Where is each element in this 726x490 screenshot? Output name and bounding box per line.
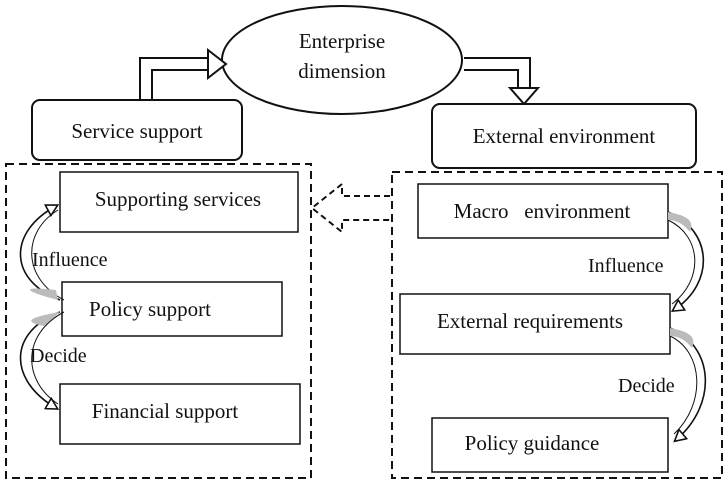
financial-support-box [59, 383, 301, 445]
left-influence-label: Influence [32, 249, 108, 271]
left-curved-arrows [19, 206, 65, 408]
policy-support-box [61, 281, 283, 337]
service-to-enterprise-arrow [139, 47, 228, 100]
service-support-label: Service support [71, 119, 202, 143]
supporting-services-label: Supporting services [95, 187, 261, 211]
macro-environment-label: Macro environment [454, 199, 631, 223]
left-decide-label: Decide [30, 345, 87, 367]
external-requirements-box [399, 293, 671, 355]
right-influence-label: Influence [588, 255, 664, 277]
financial-support-label: Financial support [92, 399, 239, 423]
enterprise-to-external-arrow [464, 57, 541, 106]
left-group-container [5, 163, 312, 479]
policy-support-label: Policy support [89, 297, 211, 321]
external-to-service-dashed-arrow [310, 181, 390, 235]
supporting-services-box [59, 171, 299, 233]
external-environment-label: External environment [473, 124, 656, 148]
enterprise-dimension-line1: Enterprise [299, 29, 385, 53]
right-group-container [391, 171, 723, 479]
policy-guidance-box [431, 417, 669, 473]
macro-environment-box [417, 183, 669, 239]
right-decide-label: Decide [618, 375, 675, 397]
service-support-box [31, 99, 243, 161]
external-environment-box [431, 103, 697, 169]
right-curved-arrows [667, 211, 707, 440]
external-requirements-label: External requirements [437, 309, 623, 333]
policy-guidance-label: Policy guidance [465, 431, 600, 455]
enterprise-dimension-line2: dimension [298, 59, 386, 83]
